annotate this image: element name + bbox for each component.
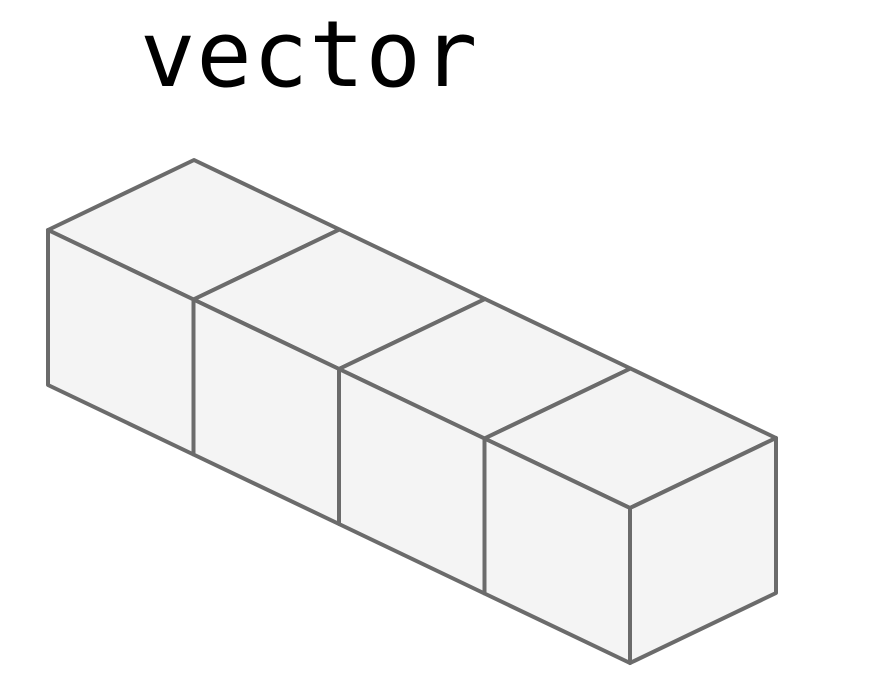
- vector-cells: [46, 158, 778, 665]
- cube-side-face-4: [628, 436, 778, 665]
- diagram-title: vector: [140, 1, 479, 108]
